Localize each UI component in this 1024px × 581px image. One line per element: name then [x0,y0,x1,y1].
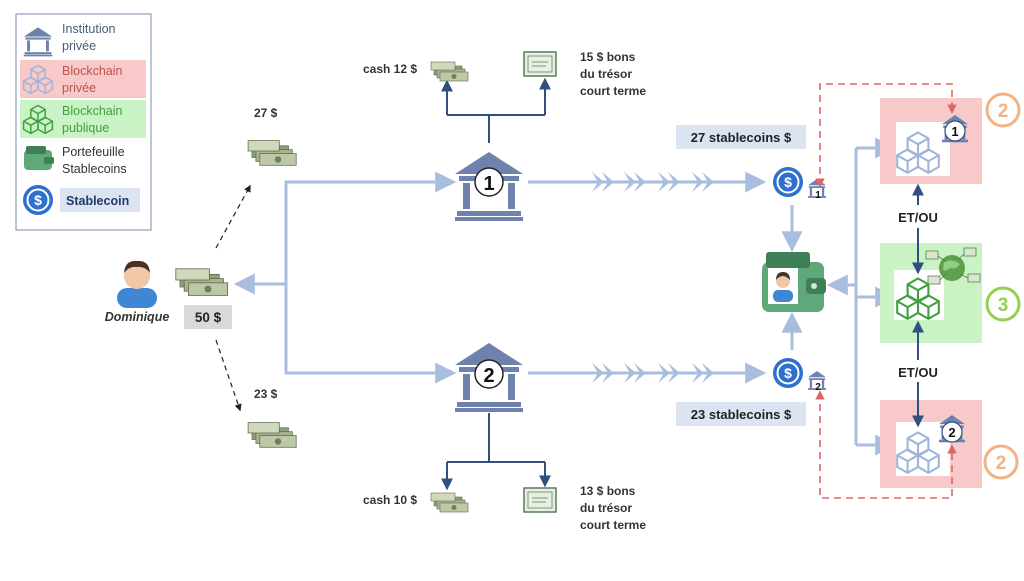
bank-2-stablecoin-label: 23 stablecoins $ [691,407,792,422]
badge-private-top [985,92,1021,128]
private-chain-top-number: 1 [951,124,958,139]
bank-2-bond-icon [523,487,557,513]
bank-2-stablecoin-box [676,402,806,426]
bank-1-allocation [441,77,551,143]
and-or-bottom: ET/OU [898,365,938,380]
and-or-top: ET/OU [898,210,938,225]
bank-2-bonds-line3: court terme [580,518,646,532]
legend-public-line1: Blockchain [62,104,122,118]
badge-private-bottom [983,444,1019,480]
badge-private-bottom-number: 2 [996,453,1007,474]
legend-private-line2: privée [62,81,96,95]
legend-wallet-line1: Portefeuille [62,145,125,159]
dashed-link-top [815,83,957,188]
legend-wallet-line2: Stablecoins [62,162,127,176]
bank-1-cash-icon [430,61,469,82]
legend-private-line1: Blockchain [62,64,122,78]
wallet-icon [762,252,826,312]
bank-1-cash-label: cash 12 $ [363,62,417,76]
legend-institution-line2: privée [62,39,96,53]
cash-icon-branch-top [247,139,297,166]
bank-2-bonds-line2: du trésor [580,501,632,515]
split-arrow-top [215,184,251,249]
branch-top-amount: 27 $ [254,106,278,120]
private-chain-bottom-number: 2 [948,425,955,440]
legend-public-line2: publique [62,121,109,135]
user-amount: 50 $ [195,310,222,325]
bank-1-number: 1 [483,173,494,195]
bank-2-cash-label: cash 10 $ [363,493,417,507]
bank-1-stablecoin-box [676,125,806,149]
coin-1-number: 1 [815,190,821,201]
bank-2-bonds-line1: 13 $ bons [580,484,636,498]
network-globe-icon [925,247,981,285]
split-arrow-bottom [215,339,242,412]
coin-1-icon [772,166,804,198]
bank-1-badge [474,167,504,197]
badge-private-top-number: 2 [998,101,1009,122]
bank-2-allocation [441,413,551,491]
legend-stablecoin-bg [60,188,140,212]
user-name: Dominique [105,310,170,324]
coin-2-icon [772,357,804,389]
bank-1-bond-icon [523,51,557,77]
avatar-dominique [117,260,157,308]
bank-1-bonds-line1: 15 $ bons [580,50,636,64]
legend-wallet-icon [24,146,54,170]
bank-1-chevrons [592,172,714,192]
coin-2-number: 2 [815,382,821,393]
bank-2-number: 2 [483,365,494,387]
bank-2-cash-icon [430,492,469,513]
legend: Institution privée Blockchain privée Blo… [15,13,152,231]
user-amount-box [184,305,232,329]
legend-stablecoin-icon [22,184,54,216]
bank-2-badge [474,359,504,389]
cash-icon-branch-bottom [247,421,297,448]
bank-1-bonds-line2: du trésor [580,67,632,81]
legend-stablecoin-label: Stablecoin [66,194,129,208]
badge-public [985,286,1021,322]
bank-1-bonds-line3: court terme [580,84,646,98]
bank-1-stablecoin-label: 27 stablecoins $ [691,130,792,145]
branch-bottom-amount: 23 $ [254,387,278,401]
badge-public-number: 3 [998,295,1009,316]
bank-2-chevrons [592,363,714,383]
dashed-link-bottom [815,390,957,499]
cash-icon-user [175,268,229,297]
private-chain-top-inner [896,122,950,176]
main-flow [233,171,457,384]
legend-institution-line1: Institution [62,22,116,36]
